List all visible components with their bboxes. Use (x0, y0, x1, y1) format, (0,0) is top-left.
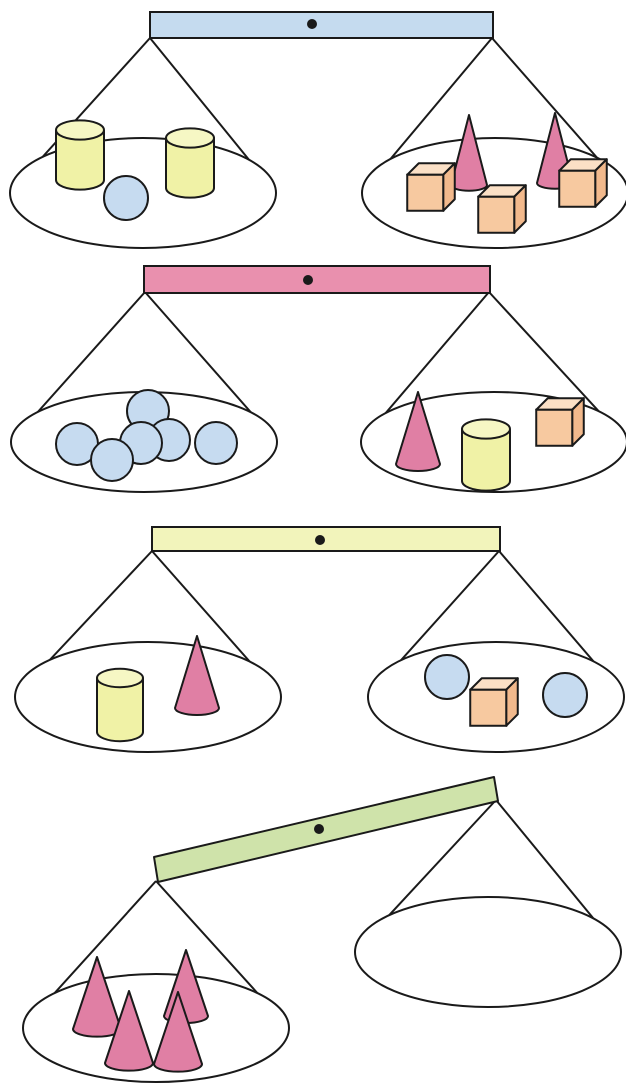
balance-2 (11, 266, 626, 492)
sphere-shape (195, 422, 237, 464)
pivot-dot (307, 19, 317, 29)
balance-4 (23, 777, 621, 1082)
sphere-shape (543, 673, 587, 717)
balance-3 (15, 527, 624, 752)
cube-shape (407, 163, 455, 211)
sphere-shape (91, 439, 133, 481)
beam (154, 777, 498, 882)
beam (152, 527, 500, 551)
balance-1 (10, 12, 626, 248)
cube-shape (478, 185, 526, 233)
cylinder-shape (462, 419, 510, 490)
beam (150, 12, 493, 38)
left-pan (23, 950, 289, 1082)
right-pan (362, 113, 626, 248)
right-pan (361, 392, 626, 492)
left-pan (11, 390, 277, 492)
sphere-shape (104, 176, 148, 220)
cylinder-shape (56, 120, 104, 189)
beam (144, 266, 490, 293)
cylinder-shape (166, 128, 214, 197)
sphere-shape (425, 655, 469, 699)
cube-shape (536, 398, 584, 446)
right-pan (355, 897, 621, 1007)
left-pan (10, 120, 276, 248)
cylinder-shape (97, 669, 143, 741)
pivot-dot (303, 275, 313, 285)
cube-shape (470, 678, 518, 726)
right-pan (368, 642, 624, 752)
pivot-dot (314, 824, 324, 834)
pivot-dot (315, 535, 325, 545)
cube-shape (559, 159, 607, 207)
